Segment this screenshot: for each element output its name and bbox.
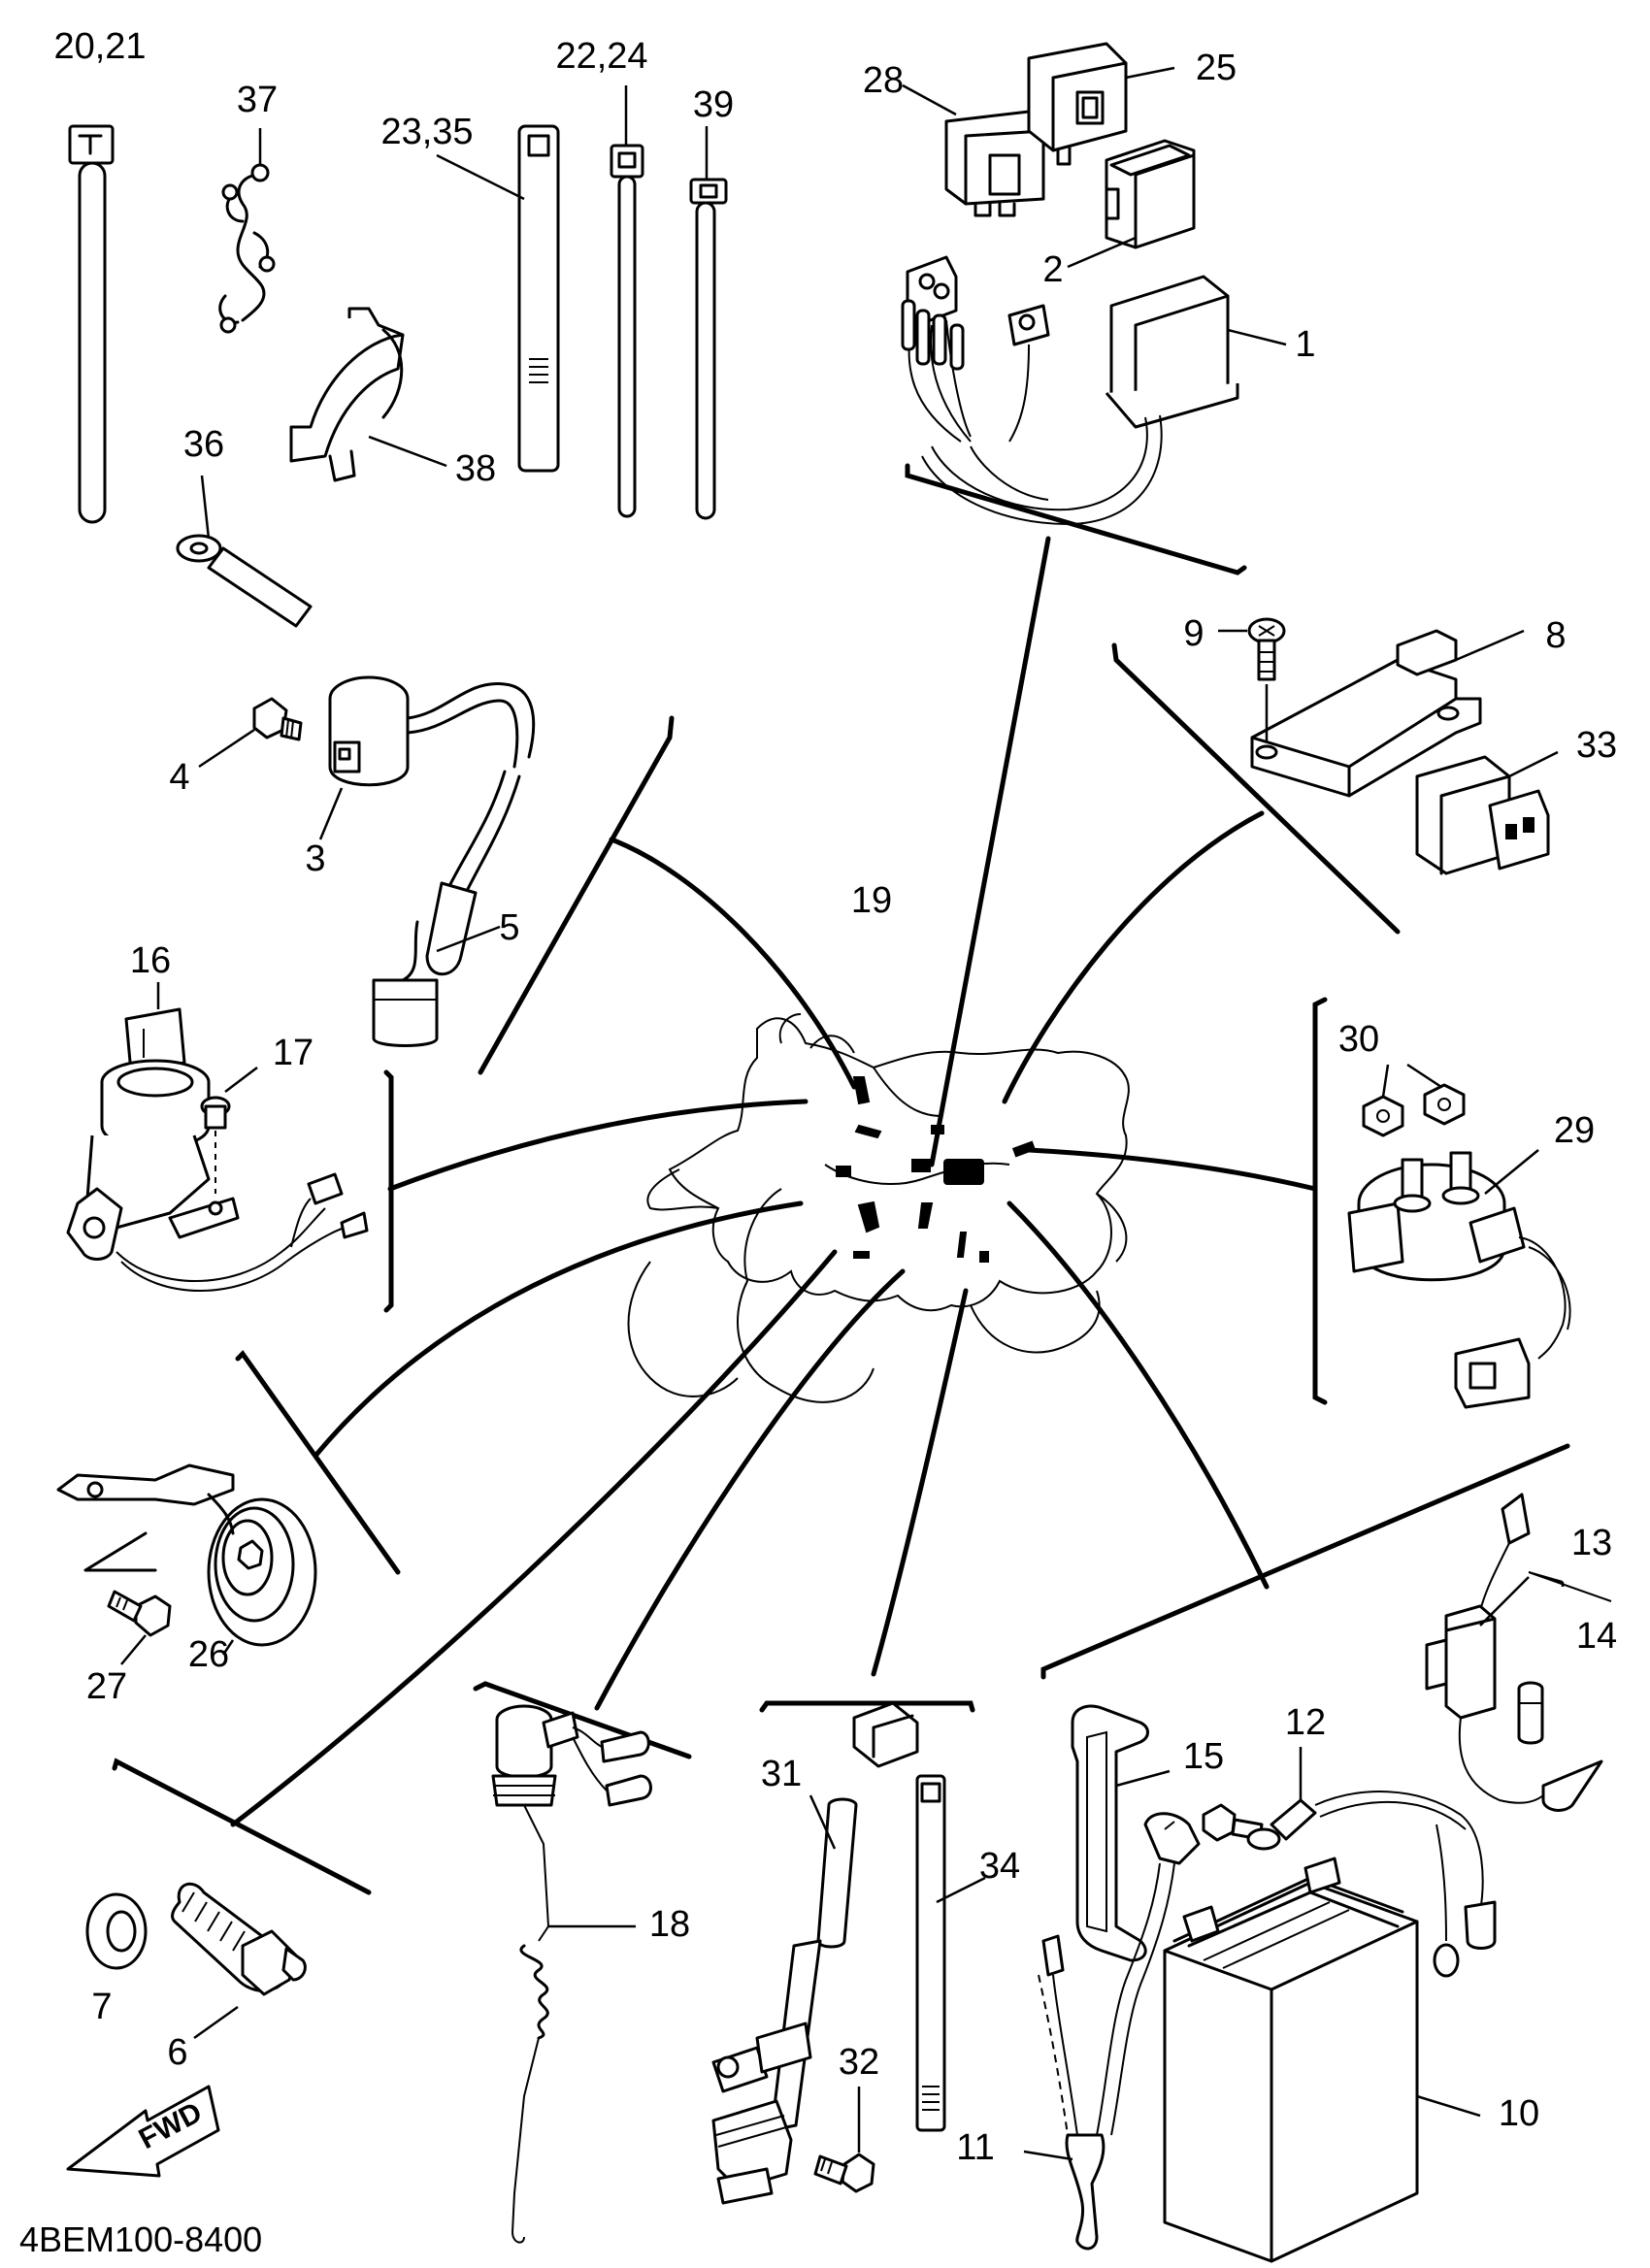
callout-29: 29 xyxy=(1554,1110,1595,1151)
bolt-4 xyxy=(198,697,303,769)
callout-22-24: 22,24 xyxy=(555,36,647,77)
relay-28 xyxy=(902,83,1045,217)
callout-33: 33 xyxy=(1576,725,1617,766)
callout-5: 5 xyxy=(499,907,519,948)
cable-tie-22-24 xyxy=(610,85,644,518)
band-34 xyxy=(852,1701,986,2132)
neutral-switch-18 xyxy=(491,1704,652,2244)
ignition-coil-3 xyxy=(318,675,536,840)
callout-34: 34 xyxy=(979,1846,1020,1887)
callout-12: 12 xyxy=(1285,1702,1326,1743)
bolt-32 xyxy=(813,2087,875,2193)
callout-14: 14 xyxy=(1576,1616,1617,1657)
callout-18: 18 xyxy=(649,1904,690,1945)
group-brackets xyxy=(112,463,1570,1895)
callout-31: 31 xyxy=(761,1754,802,1794)
oil-switch-6 xyxy=(171,1882,307,2040)
callout-10: 10 xyxy=(1499,2093,1539,2134)
horn-26 xyxy=(56,1463,317,1656)
callout-labels: 20,21 37 22,24 23,35 39 28 25 2 1 36 38 … xyxy=(53,26,1617,2168)
fuse-14 xyxy=(1517,1681,1544,1745)
callout-19: 19 xyxy=(851,880,892,921)
starter-relay-29 xyxy=(1347,1149,1571,1409)
relay-25 xyxy=(1027,42,1175,166)
plate-36 xyxy=(176,475,313,628)
holder-38 xyxy=(289,307,447,482)
stop-switch-assembly xyxy=(711,1939,822,2205)
callout-37: 37 xyxy=(237,80,278,120)
callout-2: 2 xyxy=(1042,249,1063,290)
fuse-holder-13 xyxy=(1425,1493,1612,1812)
callout-8: 8 xyxy=(1545,615,1566,656)
callout-28: 28 xyxy=(863,60,904,101)
cable-tie-39 xyxy=(689,126,728,520)
plug-cap-5 xyxy=(372,770,521,1047)
callout-26: 26 xyxy=(188,1634,229,1675)
callout-23-35: 23,35 xyxy=(380,112,473,152)
callout-38: 38 xyxy=(455,448,496,489)
washer-7 xyxy=(85,1892,148,1970)
fwd-arrow-icon: FWD xyxy=(66,2085,220,2178)
cable-tie-20-21 xyxy=(68,124,115,524)
callout-15: 15 xyxy=(1183,1736,1224,1777)
callout-16: 16 xyxy=(130,940,171,981)
frame-silhouette xyxy=(627,1013,1130,1403)
callout-25: 25 xyxy=(1196,48,1237,88)
diagram-code: 4BEM100-8400 xyxy=(19,2219,262,2259)
callout-32: 32 xyxy=(839,2042,879,2083)
callout-7: 7 xyxy=(91,1987,112,2027)
callout-27: 27 xyxy=(86,1666,127,1707)
clip-37 xyxy=(218,128,276,334)
screw-17 xyxy=(200,1067,258,1194)
callout-17: 17 xyxy=(273,1033,314,1073)
cover-2 xyxy=(1067,139,1196,269)
battery-10 xyxy=(1163,1857,1481,2263)
screw-9 xyxy=(1218,617,1286,681)
tube-31 xyxy=(808,1794,858,1949)
callout-36: 36 xyxy=(183,424,224,465)
breather-pipe-11 xyxy=(1023,1812,1201,2251)
callout-4: 4 xyxy=(169,757,189,798)
connector-lines xyxy=(230,536,1318,1827)
callout-13: 13 xyxy=(1571,1523,1612,1563)
bolt-27 xyxy=(83,1531,172,1665)
regulator-8 xyxy=(1250,629,1525,798)
band-23-35 xyxy=(436,124,560,473)
callout-20-21: 20,21 xyxy=(53,26,146,67)
callout-11: 11 xyxy=(956,2127,994,2168)
minus-lead-12 xyxy=(1202,1747,1497,1978)
callout-1: 1 xyxy=(1295,324,1315,365)
ignition-switch-16 xyxy=(66,982,369,1292)
cdi-unit-1 xyxy=(901,255,1287,526)
nuts-30 xyxy=(1362,1063,1466,1137)
callout-9: 9 xyxy=(1183,613,1204,654)
callout-3: 3 xyxy=(305,838,325,879)
callout-30: 30 xyxy=(1338,1019,1379,1060)
relay-33 xyxy=(1415,750,1559,875)
callout-39: 39 xyxy=(693,84,734,125)
callout-6: 6 xyxy=(167,2032,187,2073)
